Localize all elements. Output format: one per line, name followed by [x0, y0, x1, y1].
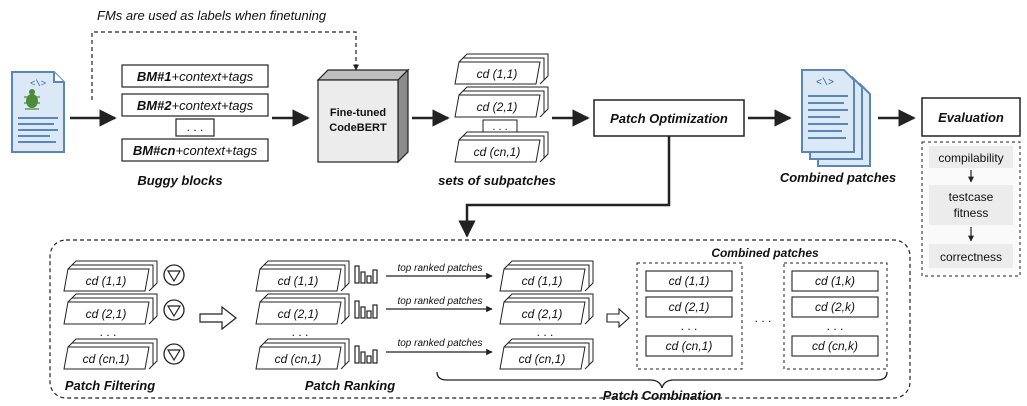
- combined-patch-document-icon: <\>: [801, 69, 871, 167]
- stack-card: cd (cn,1): [499, 338, 594, 370]
- finetune-note: FMs are used as labels when finetuning: [97, 8, 327, 23]
- arrow-optimization-to-detail: [458, 136, 671, 238]
- ranking-item-2: cd (2,1): [278, 307, 319, 321]
- filtering-item-cn: cd (cn,1): [83, 352, 130, 366]
- subpatch-sets: cd (1,1) cd (2,1) . . . cd (cn,1) sets o…: [438, 53, 556, 188]
- stack-card: cd (cn,1): [63, 338, 158, 370]
- hollow-arrow-filter-to-rank: [199, 305, 237, 331]
- buggy-code-document-icon: <\>: [11, 71, 65, 153]
- combination-column-1: [636, 262, 743, 370]
- buggy-blocks: BM#1+context+tags BM#2+context+tags . . …: [121, 64, 269, 188]
- buggy-block-cn: BM#cn+context+tags: [133, 143, 258, 158]
- filter-icon: [163, 343, 185, 365]
- ranked-out-item-cn: cd (cn,1): [519, 352, 566, 366]
- eval-step-fitness-label: fitness: [954, 206, 989, 220]
- subpatch-1: cd (1,1): [477, 67, 518, 81]
- combination-colk-box-2: [791, 296, 879, 318]
- ranking-stack: cd (1,1) cd (2,1) . . . cd (cn,1) Patch …: [255, 260, 395, 393]
- buggy-block-2: BM#2+context+tags: [137, 98, 254, 113]
- combination-col1-item-1: cd (1,1): [669, 274, 710, 288]
- bar-chart-icon: [354, 265, 378, 284]
- stack-card: cd (cn,1): [454, 131, 549, 163]
- top-ranked-label-2: top ranked patches: [397, 296, 482, 307]
- ranked-out-dots: . . .: [537, 325, 554, 339]
- model-line2: CodeBERT: [329, 122, 387, 134]
- filtering-item-1: cd (1,1): [86, 274, 127, 288]
- stack-card: cd (1,1): [454, 53, 549, 85]
- top-ranked-label-3: top ranked patches: [397, 338, 482, 349]
- eval-step-testcase-fitness: [929, 185, 1013, 225]
- buggy-blocks-caption: Buggy blocks: [137, 173, 222, 188]
- ranked-out-item-2: cd (2,1): [522, 307, 563, 321]
- top-ranked-label-1: top ranked patches: [397, 263, 482, 274]
- svg-text:<\>: <\>: [816, 77, 834, 89]
- combination-colk-box-1: [791, 270, 879, 292]
- eval-step-correctness-label: correctness: [940, 250, 1002, 264]
- stack-card: cd (cn,1): [255, 338, 350, 370]
- patch-optimization-label: Patch Optimization: [610, 111, 728, 126]
- stack-card: cd (1,1): [499, 260, 594, 292]
- evaluation-title: Evaluation: [938, 110, 1004, 125]
- hollow-arrow-to-combination: [606, 307, 630, 329]
- subpatches-caption: sets of subpatches: [438, 173, 556, 188]
- stack-card: cd (2,1): [454, 86, 549, 118]
- ranking-caption: Patch Ranking: [305, 378, 395, 393]
- filter-icon: [163, 264, 185, 286]
- ranked-out-item-1: cd (1,1): [522, 274, 563, 288]
- combination-colk-dots: . . .: [827, 319, 844, 333]
- combination-between-dots: . . .: [755, 311, 772, 325]
- eval-step-testcase-label: testcase: [949, 190, 994, 204]
- bar-chart-icon: [354, 300, 378, 319]
- evaluation-box: [921, 97, 1021, 137]
- buggy-blocks-dots: . . .: [187, 120, 204, 134]
- combination-colk-item-cn: cd (cn,k): [812, 339, 858, 353]
- eval-step-correctness: [929, 244, 1013, 268]
- subpatch-2: cd (2,1): [477, 100, 518, 114]
- combination-colk-item-2: cd (2,k): [815, 300, 855, 314]
- svg-text:<\>: <\>: [30, 79, 46, 89]
- bar-chart-icon: [354, 345, 378, 364]
- combination-colk-item-1: cd (1,k): [815, 274, 855, 288]
- stack-card: cd (2,1): [499, 293, 594, 325]
- filtering-caption: Patch Filtering: [65, 378, 155, 393]
- combination-brace: [436, 371, 888, 389]
- subpatch-cn: cd (cn,1): [474, 145, 521, 159]
- patch-optimization-box: [593, 99, 745, 137]
- combination-col1-box-cn: [645, 335, 733, 357]
- combination-title: Combined patches: [711, 246, 819, 260]
- combination-col1-item-2: cd (2,1): [669, 300, 710, 314]
- stack-card: cd (1,1): [255, 260, 350, 292]
- combination-caption: Patch Combination: [603, 388, 722, 403]
- codebert-model-box: Fine-tuned CodeBERT: [316, 68, 410, 164]
- stack-card: cd (2,1): [255, 293, 350, 325]
- combination-col1-box-1: [645, 270, 733, 292]
- ranking-dots: . . .: [292, 325, 309, 339]
- buggy-block-1: BM#1+context+tags: [137, 69, 254, 84]
- combination-col1-item-cn: cd (cn,1): [666, 339, 713, 353]
- combination-column-k: [783, 262, 888, 370]
- filtering-dots: . . .: [100, 325, 117, 339]
- combination-colk-box-cn: [791, 335, 879, 357]
- filter-icon: [163, 299, 185, 321]
- combination-col1-dots: . . .: [681, 319, 698, 333]
- filtering-stack: cd (1,1) cd (2,1) . . . cd (cn,1) Patch …: [63, 260, 185, 393]
- stack-card: cd (2,1): [63, 293, 158, 325]
- optimization-detail-frame: [49, 239, 911, 399]
- filtering-item-2: cd (2,1): [86, 307, 127, 321]
- model-line1: Fine-tuned: [330, 107, 386, 119]
- ranking-item-cn: cd (cn,1): [275, 352, 322, 366]
- stack-card: cd (1,1): [63, 260, 158, 292]
- ranked-output-stack: cd (1,1) cd (2,1) . . . cd (cn,1): [499, 260, 594, 370]
- combination-col1-box-2: [645, 296, 733, 318]
- eval-step-compilability-label: compilability: [938, 151, 1003, 165]
- combined-patches-caption: Combined patches: [780, 170, 896, 185]
- eval-step-compilability: [929, 146, 1013, 168]
- subpatch-dots: . . .: [492, 121, 507, 133]
- finetune-feedback-arrow: [91, 31, 359, 100]
- ranking-item-1: cd (1,1): [278, 274, 319, 288]
